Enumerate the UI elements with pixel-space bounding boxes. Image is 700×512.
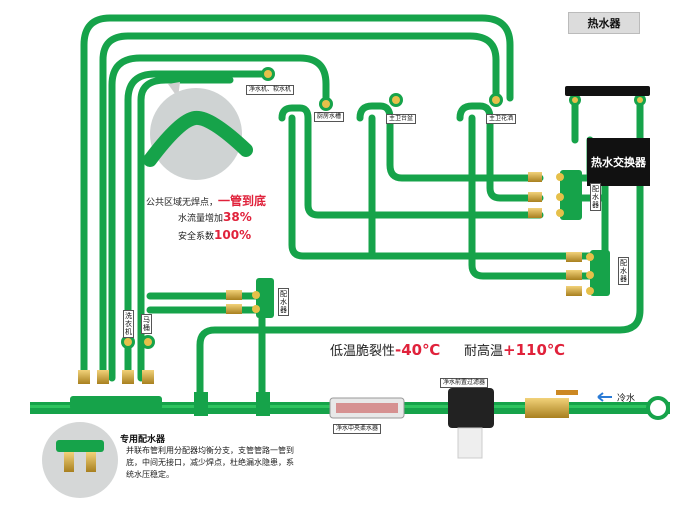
manifold-detail-circle bbox=[42, 422, 118, 498]
manifold-lower-right bbox=[566, 250, 610, 296]
feature-line-1-text: 公共区域无焊点， bbox=[146, 198, 219, 208]
upper-pipes bbox=[80, 14, 644, 409]
cold-water-arrow-icon bbox=[597, 392, 612, 402]
feature-line-3: 安全系数100% bbox=[178, 228, 251, 242]
outlets bbox=[121, 67, 646, 349]
cold-resistance-value: -40℃ bbox=[395, 341, 441, 359]
manifold-upper-right bbox=[528, 170, 582, 220]
feature-line-2-text: 水流量增加 bbox=[178, 214, 224, 224]
heat-exchanger-label: 热水交换器 bbox=[587, 138, 650, 186]
feature-line-2: 水流量增加38% bbox=[178, 210, 252, 224]
feature-line-3-text: 安全系数 bbox=[178, 232, 215, 242]
label-cold-water: 冷水 bbox=[617, 394, 636, 404]
heat-resistance-value: +110℃ bbox=[503, 341, 566, 359]
label-kitchen-basin: 厨房水槽 bbox=[314, 112, 345, 122]
label-manifold-upper: 配水器 bbox=[590, 183, 601, 211]
water-heater-title: 热水器 bbox=[568, 12, 640, 34]
cold-resistance-stat: 低温脆裂性-40℃ bbox=[330, 340, 440, 359]
zoom-detail-circle bbox=[143, 82, 253, 180]
feature-line-2-highlight: 38% bbox=[223, 210, 252, 224]
manifold-center bbox=[226, 278, 274, 318]
heat-resistance-stat: 耐高温+110℃ bbox=[464, 340, 565, 359]
riser-valves bbox=[70, 370, 162, 410]
label-main-bath-shower: 主卫花洒 bbox=[486, 114, 517, 124]
label-main-bath-basin: 主卫台盆 bbox=[386, 114, 417, 124]
label-washing-machine: 洗衣机 bbox=[123, 310, 134, 338]
main-trunk bbox=[30, 388, 670, 459]
label-central-softener: 净水中央柔水器 bbox=[333, 424, 382, 434]
bottom-stubs bbox=[194, 392, 270, 416]
label-purifier-softener: 净水机、软水机 bbox=[246, 85, 295, 95]
water-heater-unit bbox=[565, 86, 650, 96]
feature-line-1: 公共区域无焊点，一管到底 bbox=[146, 192, 266, 209]
label-manifold-center: 配水器 bbox=[278, 288, 289, 316]
cold-resistance-text: 低温脆裂性 bbox=[330, 344, 396, 359]
feature-line-1-highlight: 一管到底 bbox=[218, 194, 267, 208]
label-mop-pool: 马桶 bbox=[141, 314, 152, 334]
note-body: 并联布管利用分配器均衡分支，支管管路一管到底，中间无接口，减少焊点，杜绝漏水隐患… bbox=[126, 446, 294, 479]
label-manifold-lower: 配水器 bbox=[618, 257, 629, 285]
feature-line-3-highlight: 100% bbox=[214, 228, 252, 242]
heat-resistance-text: 耐高温 bbox=[464, 344, 504, 359]
label-prefilter: 净水前置过滤器 bbox=[440, 378, 489, 388]
note-title: 专用配水器 bbox=[120, 435, 166, 445]
